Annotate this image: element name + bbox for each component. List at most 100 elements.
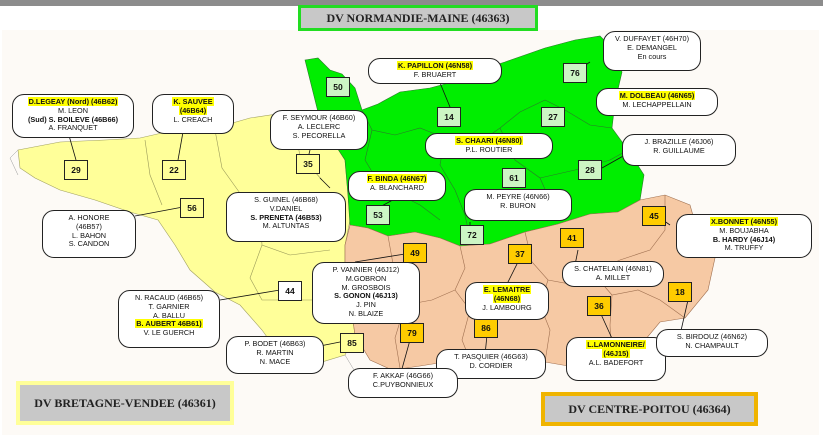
callout-brazille: J. BRAZILLE (46J06)R. GUILLAUME [622, 134, 736, 166]
dept-14: 14 [437, 107, 461, 127]
callout-text: N. BLAIZE [348, 308, 384, 318]
callout-text: L. CREACH [173, 114, 213, 124]
callout-text: N. RACAUD (46B65) [134, 293, 204, 302]
callout-text: A. MILLET [595, 272, 631, 282]
callout-line: M. LECHAPPELLAIN [600, 100, 714, 110]
callout-text: R. BURON [500, 200, 536, 210]
callout-line: E. DEMANGEL [607, 42, 697, 53]
callout-line: J. PIN [316, 300, 416, 310]
callout-line: P. BODET (46B63) [230, 339, 320, 349]
callout-line: R. GUILLAUME [626, 146, 732, 156]
callout-text: S. CHAARI (46N80) [455, 136, 523, 145]
callout-line: S. BIRDOUZ (46N62) [660, 332, 764, 342]
dept-45: 45 [642, 206, 666, 226]
dept-85: 85 [340, 333, 364, 353]
callout-text: R. MARTIN [256, 347, 294, 357]
callout-line: F. SEYMOUR (46B60) [274, 113, 364, 123]
region-label-bretagne: DV BRETAGNE-VENDEE (46361) [16, 381, 234, 425]
callout-text: S. BIRDOUZ (46N62) [676, 332, 748, 341]
callout-line: N. BLAIZE [316, 308, 416, 319]
callout-line: M. TRUFFY [680, 243, 808, 253]
callout-text: X.BONNET (46N55) [709, 217, 779, 226]
callout-text: B. HARDY (46J14) [712, 234, 776, 244]
dept-41: 41 [560, 228, 584, 248]
callout-line: N. MACE [230, 357, 320, 367]
callout-text: (46J15) [602, 348, 630, 358]
callout-text: P. BODET (46B63) [244, 339, 306, 348]
callout-text: S. PECORELLA [292, 130, 346, 140]
callout-line: F. BINDA (46N67) [352, 174, 442, 184]
dept-49: 49 [403, 243, 427, 263]
callout-line: N. CHAMPAULT [660, 341, 764, 351]
callout-lamonneire: L.LAMONNEIRE/(46J15)A.L. BADEFORT [566, 337, 666, 381]
callout-text: E. DEMANGEL [627, 42, 677, 52]
callout-text: P.L. ROUTIER [465, 144, 513, 154]
callout-peyre: M. PEYRE (46N66)R. BURON [464, 189, 572, 221]
callout-line: L. CREACH [156, 114, 230, 125]
callout-line: J. LAMBOURG [469, 302, 545, 313]
dept-35: 35 [296, 154, 320, 174]
callout-line: S. CHATELAIN (46N81) [566, 264, 660, 274]
callout-line: S. GONON (46J13) [316, 291, 416, 301]
callout-line: L. BAHON [46, 230, 132, 241]
callout-text: P. VANNIER (46J12) [332, 265, 400, 274]
callout-text: M. BOUJABHA [719, 225, 769, 235]
callout-text: V.DANIEL [269, 203, 303, 213]
callout-line: P. VANNIER (46J12) [316, 265, 416, 275]
dept-50: 50 [326, 77, 350, 97]
callout-line: S. CANDON [46, 239, 132, 249]
callout-text: T. GARNIER [148, 301, 190, 311]
callout-chaari: S. CHAARI (46N80)P.L. ROUTIER [425, 133, 553, 159]
callout-line: C.PUYBONNIEUX [352, 380, 454, 390]
callout-line: V. DUFFAYET (46H70) [607, 34, 697, 44]
callout-line: A. BLANCHARD [352, 182, 442, 193]
callout-line: A. MILLET [566, 272, 660, 283]
callout-line: P.L. ROUTIER [429, 144, 549, 155]
callout-text: A. BLANCHARD [370, 182, 424, 192]
callout-text: S. CHATELAIN (46N81) [574, 264, 652, 273]
callout-line: (46J15) [570, 348, 662, 359]
dept-18: 18 [668, 282, 692, 302]
callout-line: M. GROSBOIS [316, 282, 416, 293]
dept-22: 22 [162, 160, 186, 180]
callout-line: M.GOBRON [316, 273, 416, 284]
callout-text: A. LECLERC [297, 121, 341, 131]
callout-line: A. LECLERC [274, 121, 364, 132]
callout-line: D. CORDIER [440, 361, 542, 371]
dept-56: 56 [180, 198, 204, 218]
callout-text: S. GONON (46J13) [334, 291, 398, 301]
callout-text: D.LEGEAY (Nord) (46B62) [27, 97, 119, 106]
dept-29: 29 [64, 160, 88, 180]
dept-61: 61 [502, 168, 526, 188]
dept-86: 86 [474, 318, 498, 338]
callout-text: M. LEON [57, 105, 88, 115]
callout-text: F. AKKAF (46G66) [372, 371, 434, 380]
region-label-normandie: DV NORMANDIE-MAINE (46363) [298, 5, 538, 31]
callout-text: M. GROSBOIS [341, 282, 391, 292]
callout-line: J. BRAZILLE (46J06) [626, 137, 732, 147]
callout-line: S. CHAARI (46N80) [429, 136, 549, 146]
callout-papillon: K. PAPILLON (46N58)F. BRUAERT [368, 58, 502, 84]
callout-text: F. SEYMOUR (46B60) [282, 113, 356, 122]
top-bar [0, 0, 823, 6]
dept-37: 37 [508, 244, 532, 264]
callout-text: B. AUBERT 46B61) [135, 319, 203, 329]
callout-text: (46B57) [76, 221, 102, 231]
callout-line: En cours [607, 52, 697, 62]
callout-text: F. BINDA (46N67) [366, 174, 428, 183]
callout-text: J. BRAZILLE (46J06) [644, 137, 714, 146]
callout-line: (46N68) [469, 293, 545, 304]
callout-text: M.GOBRON [345, 273, 387, 283]
callout-line: D.LEGEAY (Nord) (46B62) [16, 97, 130, 107]
callout-line: S. PRENETA (46B53) [230, 213, 342, 223]
callout-text: M. PEYRE (46N66) [486, 192, 550, 201]
callout-line: L.LAMONNEIRE/ [570, 340, 662, 350]
callout-line: T. GARNIER [122, 301, 216, 312]
callout-text: L. BAHON [71, 230, 107, 240]
callout-text: J. LAMBOURG [482, 302, 532, 312]
callout-dolbeau: M. DOLBEAU (46N65)M. LECHAPPELLAIN [596, 88, 718, 116]
